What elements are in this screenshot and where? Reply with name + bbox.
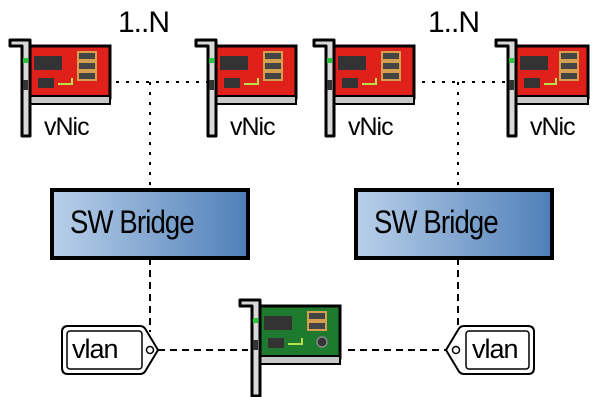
sw-bridge-left-box bbox=[50, 188, 250, 260]
network-card-icon bbox=[312, 38, 416, 138]
sw-bridge-label-left: SW Bridge bbox=[70, 204, 195, 240]
vnic-label-3: vNic bbox=[348, 113, 394, 141]
network-card-icon bbox=[238, 298, 342, 397]
network-card-icon bbox=[494, 38, 590, 138]
vlan-label-left: vlan bbox=[72, 334, 119, 364]
vnic-label-1: vNic bbox=[44, 113, 90, 141]
tag-icon bbox=[444, 325, 535, 375]
cardinality-label-right: 1..N bbox=[428, 6, 480, 39]
vlan-tag-left bbox=[61, 325, 160, 375]
vlan-tag-right bbox=[444, 325, 535, 375]
network-card-icon bbox=[194, 38, 298, 138]
sw-bridge-label-right: SW Bridge bbox=[374, 204, 499, 240]
sw-bridge-right-box bbox=[354, 188, 554, 260]
vnic-4 bbox=[494, 38, 590, 138]
vlan-label-right: vlan bbox=[472, 334, 519, 364]
vnic-2 bbox=[194, 38, 298, 138]
vnic-label-2: vNic bbox=[230, 113, 276, 141]
vnic-label-4: vNic bbox=[530, 113, 576, 141]
physical-nic bbox=[238, 298, 342, 397]
connectors bbox=[96, 81, 510, 351]
cardinality-label-left: 1..N bbox=[118, 6, 170, 39]
tag-icon bbox=[61, 325, 160, 375]
network-card-icon bbox=[8, 38, 112, 138]
vnic-3 bbox=[312, 38, 416, 138]
vnic-1 bbox=[8, 38, 112, 138]
